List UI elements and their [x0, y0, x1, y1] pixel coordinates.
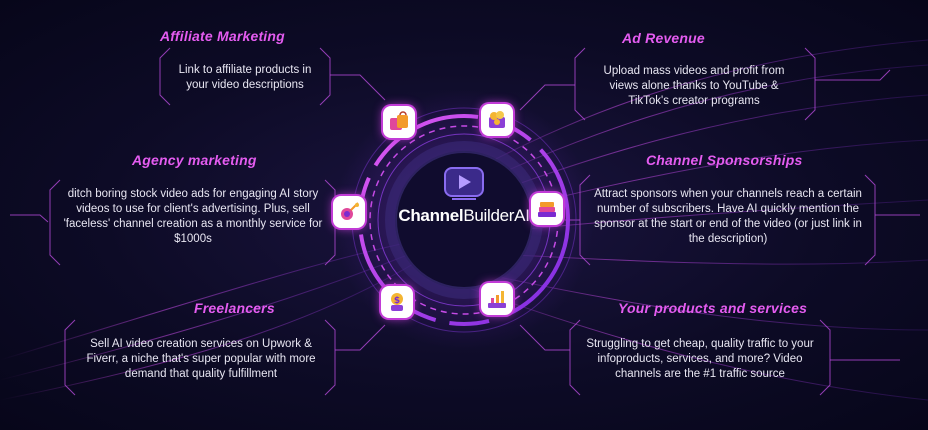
affiliate-title: Affiliate Marketing: [160, 28, 285, 44]
sponsor-books-icon: [531, 193, 563, 225]
sponsorships-description: Attract sponsors when your channels reac…: [594, 188, 862, 245]
growth-chart-icon: [481, 283, 513, 315]
agency-title: Agency marketing: [132, 152, 257, 168]
freelancers-title: Freelancers: [194, 300, 275, 316]
brand-name-light: BuilderAI: [463, 206, 530, 225]
products-description: Struggling to get cheap, quality traffic…: [586, 338, 814, 380]
marketing-tools-icon: [333, 196, 365, 228]
affiliate-description: Link to affiliate products in your video…: [178, 64, 312, 91]
shopping-icon: [383, 106, 415, 138]
logo-play-icon: [444, 167, 484, 200]
brand-name-bold: Channel: [398, 206, 464, 225]
ad-revenue-title: Ad Revenue: [622, 30, 705, 46]
circuit-lines: [10, 47, 920, 396]
ad-revenue-description: Upload mass videos and profit from views…: [603, 65, 785, 107]
money-bag-icon: $: [381, 286, 413, 318]
brand-logo-text: ChannelBuilderAI: [393, 206, 535, 226]
agency-description: ditch boring stock video ads for engagin…: [63, 188, 323, 245]
svg-text:$: $: [394, 296, 400, 306]
coins-icon: [481, 104, 513, 136]
freelancers-description: Sell AI video creation services on Upwor…: [86, 338, 316, 380]
sponsorships-title: Channel Sponsorships: [646, 152, 803, 168]
products-title: Your products and services: [618, 300, 808, 316]
